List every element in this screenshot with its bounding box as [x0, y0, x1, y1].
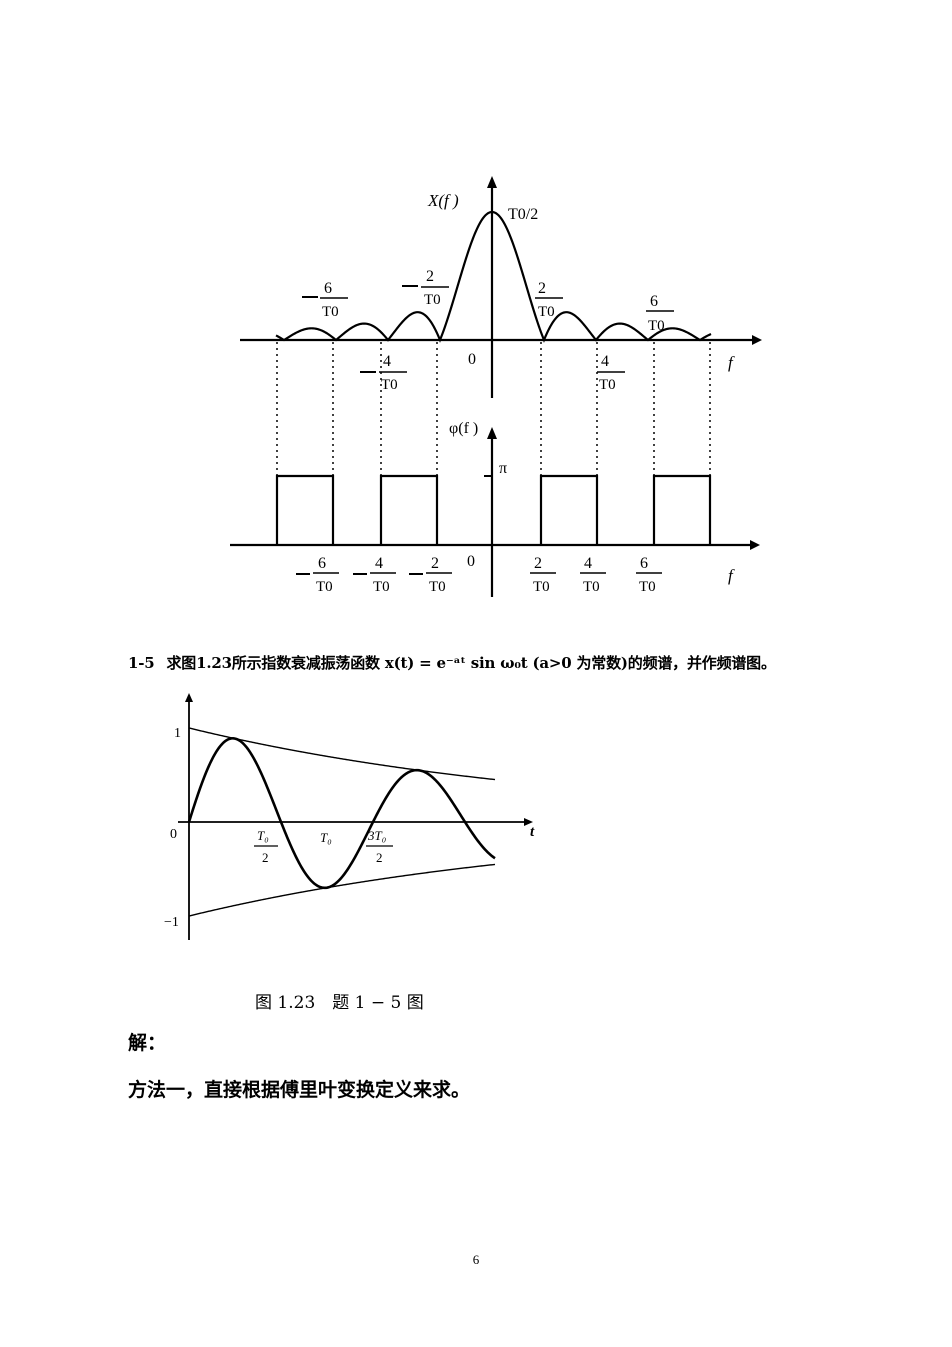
phase-freq-arrow	[750, 540, 760, 550]
phase-pulses	[275, 474, 712, 545]
y-pos-label: 1	[174, 726, 181, 741]
phase-axis-label: φ(f )	[449, 420, 478, 437]
svg-text:2: 2	[534, 555, 542, 572]
phase-pulse	[539, 474, 599, 545]
phase-pulse	[379, 474, 439, 545]
svg-text:T0: T0	[373, 579, 390, 595]
svg-text:2: 2	[376, 850, 383, 865]
svg-text:T0: T0	[583, 579, 600, 595]
phase-spectrum: φ(f ) π 0 f 6 T0 4 T0 2 T0 2 T0 4	[230, 420, 760, 597]
phase-label-6: 6 T0	[636, 555, 662, 595]
svg-text:4: 4	[375, 555, 383, 572]
svg-text:6: 6	[640, 555, 648, 572]
svg-text:2: 2	[426, 268, 434, 285]
svg-text:T0: T0	[639, 579, 656, 595]
svg-text:T₀: T₀	[257, 828, 269, 843]
phase-label-4: 4 T0	[580, 555, 606, 595]
method-one: 方法一，直接根据傅里叶变换定义来求。	[128, 1079, 471, 1101]
dotted-guides	[276, 342, 711, 476]
svg-text:3T₀: 3T₀	[367, 828, 386, 843]
amp-freq-arrow	[752, 335, 762, 345]
phase-pulse	[275, 474, 335, 545]
svg-text:2: 2	[538, 280, 546, 297]
problem-text: 求图1.23所示指数衰减振荡函数 x(t) = e⁻ᵃᵗ sin ω₀t (a>…	[166, 654, 776, 672]
pi-label: π	[499, 460, 507, 477]
phase-label-2: 2 T0	[530, 555, 556, 595]
svg-text:T0: T0	[424, 292, 441, 308]
phase-vertical-arrow	[487, 427, 497, 439]
phase-label-neg-2: 2 T0	[409, 555, 452, 595]
label-half-period: T₀ 2	[254, 828, 278, 865]
label-4-over-T0: 4 T0	[597, 353, 625, 393]
decay-origin-label: 0	[170, 827, 177, 842]
amp-freq-label: f	[728, 353, 735, 372]
label-neg-2-over-T0: 2 T0	[402, 268, 449, 308]
svg-text:T0: T0	[381, 377, 398, 393]
phase-origin-label: 0	[467, 553, 475, 570]
problem-statement: 1-5 求图1.23所示指数衰减振荡函数 x(t) = e⁻ᵃᵗ sin ω₀t …	[128, 652, 776, 673]
phase-pulse	[652, 474, 712, 545]
svg-text:T0: T0	[538, 304, 555, 320]
phase-label-neg-6: 6 T0	[296, 555, 339, 595]
svg-text:2: 2	[262, 850, 269, 865]
figure-caption: 图 1.23 题 1 − 5 图	[255, 993, 424, 1013]
svg-text:T0: T0	[648, 318, 665, 334]
svg-text:T0: T0	[429, 579, 446, 595]
svg-text:6: 6	[324, 280, 332, 297]
label-neg-6-over-T0: 6 T0	[302, 280, 348, 320]
phase-label-neg-4: 4 T0	[353, 555, 396, 595]
page-number: 6	[472, 1252, 480, 1267]
label-neg-4-over-T0: 4 T0	[360, 353, 407, 393]
label-period: T₀	[320, 830, 332, 845]
envelope-upper	[188, 727, 496, 781]
t-label: t	[530, 824, 535, 840]
label-three-half-period: 3T₀ 2	[366, 828, 393, 865]
svg-text:T0: T0	[533, 579, 550, 595]
decay-vertical-arrow	[185, 693, 193, 702]
amp-origin-label: 0	[468, 351, 476, 368]
solution-heading: 解：	[128, 1032, 167, 1054]
amplitude-spectrum: X(f ) T0/2 0 f 6 T0 2 T0 2 T0 6 T0	[240, 176, 762, 398]
peak-label: T0/2	[508, 206, 538, 223]
svg-text:T0: T0	[316, 579, 333, 595]
phase-freq-label: f	[728, 566, 735, 585]
envelope-lower	[188, 863, 496, 917]
amp-vertical-arrow	[487, 176, 497, 188]
svg-text:T0: T0	[322, 304, 339, 320]
time-axis-arrow	[524, 818, 533, 826]
decay-figure: 1 −1 0 t T₀ 2 T₀ 3T₀ 2	[164, 693, 535, 940]
svg-text:4: 4	[584, 555, 592, 572]
problem-number: 1-5	[128, 654, 155, 672]
svg-text:6: 6	[318, 555, 326, 572]
svg-text:4: 4	[383, 353, 391, 370]
svg-text:6: 6	[650, 293, 658, 310]
oscillation-curve	[187, 737, 496, 890]
svg-text:T0: T0	[599, 377, 616, 393]
label-2-over-T0: 2 T0	[535, 280, 563, 320]
sinc-curve	[275, 210, 712, 343]
amp-axis-label: X(f )	[427, 191, 459, 210]
svg-text:2: 2	[431, 555, 439, 572]
svg-text:4: 4	[601, 353, 609, 370]
label-6-over-T0: 6 T0	[646, 293, 674, 334]
y-neg-label: −1	[164, 915, 179, 930]
